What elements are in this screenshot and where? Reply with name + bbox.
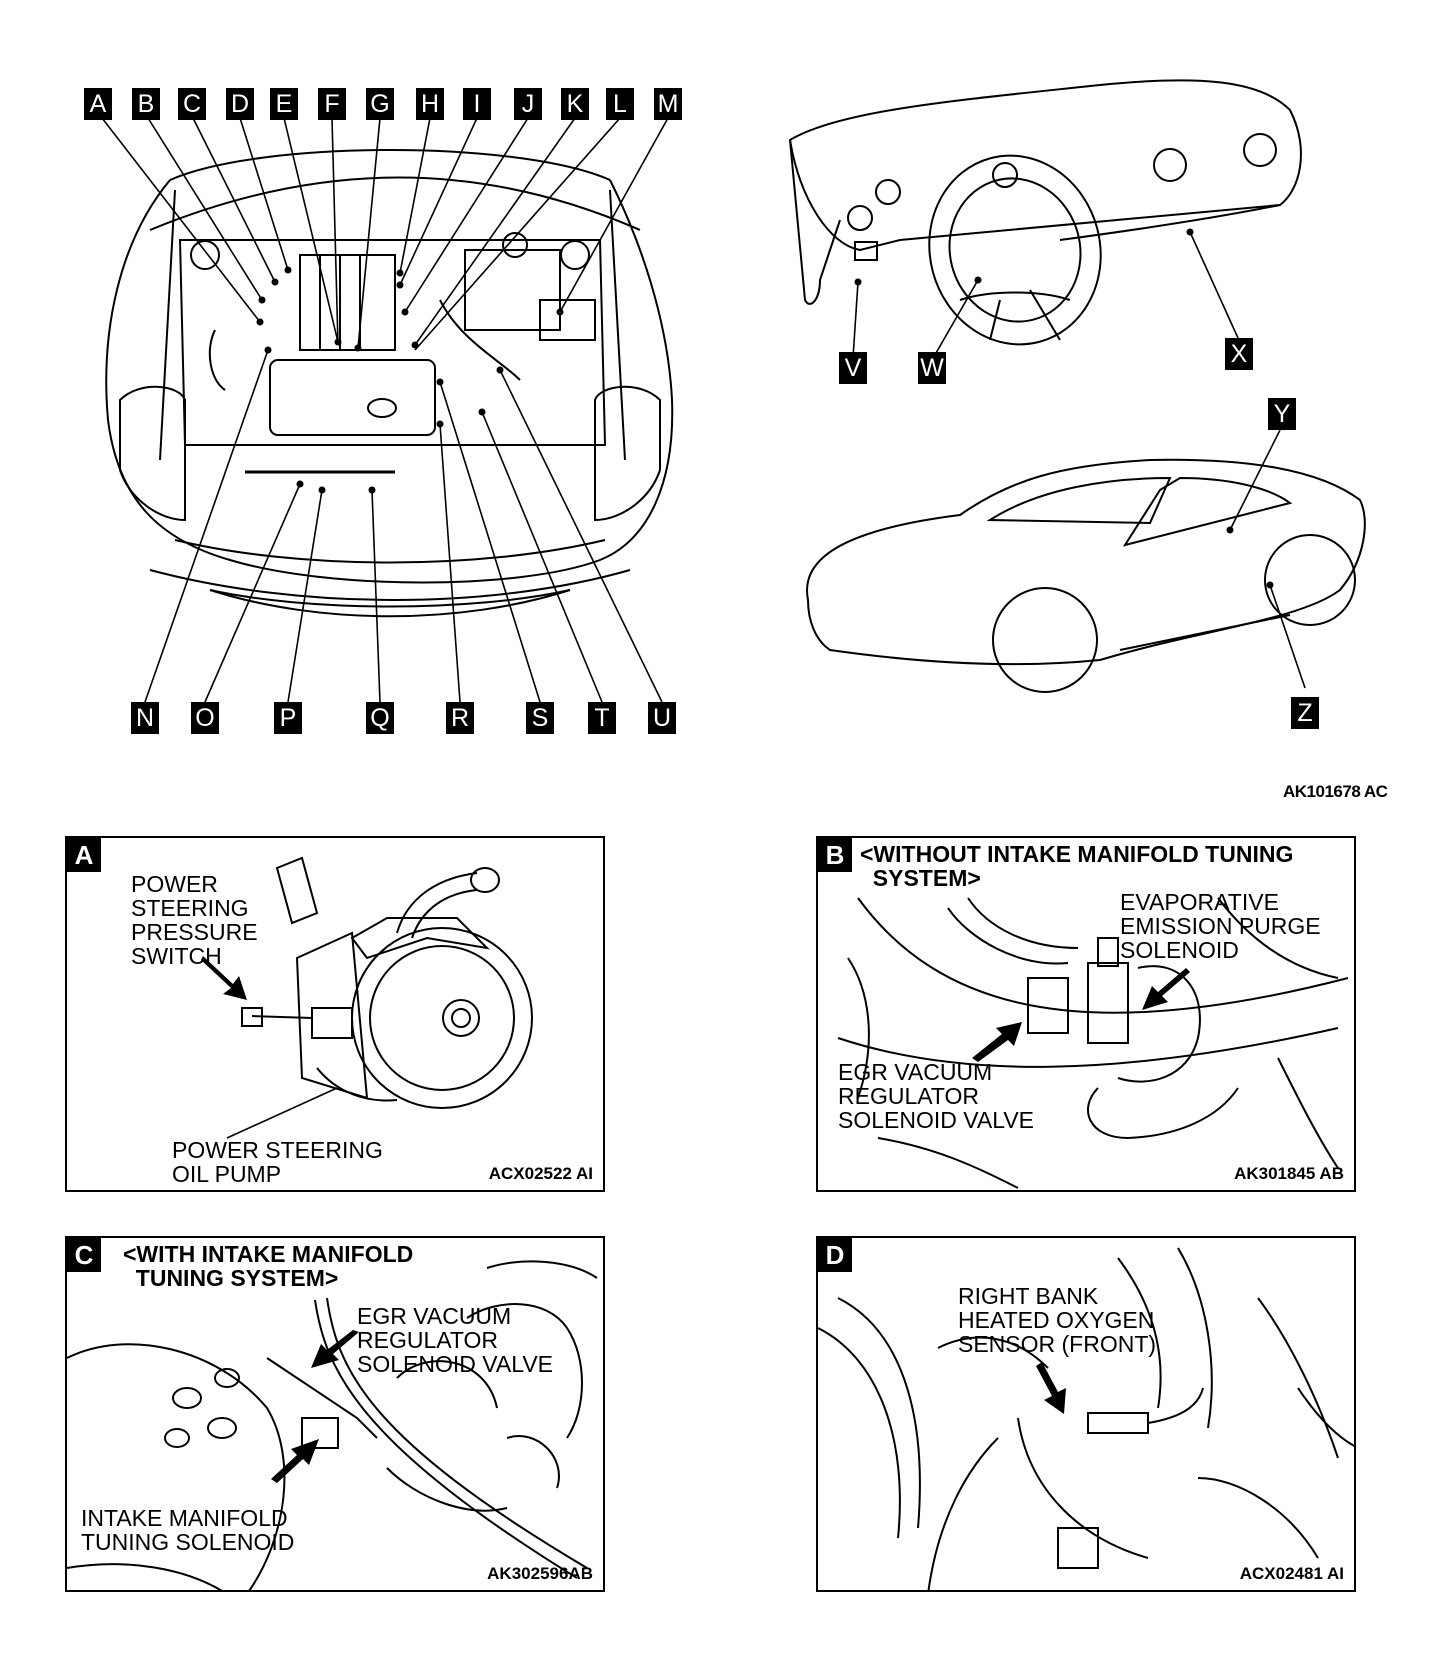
engine-bay-drawing — [101, 79, 1366, 703]
arrow-icon — [271, 1439, 319, 1483]
panel-a: A POWER STEERING PRESSURE SWITCH POWER S… — [65, 836, 605, 1192]
callout-c: C — [178, 88, 206, 120]
callout-k: K — [561, 88, 589, 120]
evaporative-emission-purge-solenoid-label: EVAPORATIVE EMISSION PURGE SOLENOID — [1120, 889, 1321, 963]
arrow-icon — [972, 1022, 1022, 1062]
panel-b: B <WITHOUT INTAKE MANIFOLD TUNING SYSTEM… — [816, 836, 1356, 1192]
panel-c-code: AK302596AB — [487, 1564, 593, 1583]
callout-v: V — [839, 352, 867, 384]
arrow-icon — [1142, 968, 1190, 1010]
callout-o: O — [191, 702, 219, 734]
panel-a-letter: A — [67, 838, 101, 872]
panel-c: C <WITH INTAKE MANIFOLD TUNING SYSTEM> E… — [65, 1236, 605, 1592]
callout-d: D — [226, 88, 254, 120]
panel-a-code: ACX02522 AI — [488, 1164, 593, 1183]
callout-u: U — [648, 702, 676, 734]
without-tuning-system-heading: <WITHOUT INTAKE MANIFOLD TUNING SYSTEM> — [860, 841, 1294, 891]
callout-f: F — [318, 88, 346, 120]
callout-s: S — [526, 702, 554, 734]
callout-n: N — [131, 702, 159, 734]
arrow-icon — [311, 1330, 359, 1368]
oxygen-sensor-drawing — [818, 1247, 1354, 1590]
evap-purge-solenoid-drawing — [837, 897, 1349, 1189]
callout-y: Y — [1268, 398, 1296, 430]
callout-z: Z — [1291, 697, 1319, 729]
callout-i: I — [463, 88, 491, 120]
callout-e: E — [270, 88, 298, 120]
egr-vacuum-regulator-solenoid-valve-label: EGR VACUUM REGULATOR SOLENOID VALVE — [838, 1059, 1034, 1133]
panel-d-code: ACX02481 AI — [1239, 1564, 1344, 1583]
right-bank-heated-oxygen-sensor-label: RIGHT BANK HEATED OXYGEN SENSOR (FRONT) — [958, 1283, 1157, 1357]
callout-b: B — [132, 88, 160, 120]
callout-g: G — [366, 88, 394, 120]
intake-manifold-tuning-drawing — [67, 1260, 598, 1590]
panel-b-code: AK301845 AB — [1234, 1164, 1344, 1183]
panel-b-letter: B — [818, 838, 852, 872]
callout-r: R — [446, 702, 474, 734]
panel-d-letter: D — [818, 1238, 852, 1272]
callout-a: A — [84, 88, 112, 120]
callout-q: Q — [366, 702, 394, 734]
arrow-icon — [201, 956, 247, 1000]
intake-manifold-tuning-solenoid-label: INTAKE MANIFOLD TUNING SOLENOID — [81, 1505, 295, 1555]
callout-w: W — [918, 352, 946, 384]
panel-d: D RIGHT BANK HEATED OXYGEN SENSOR (FRONT… — [816, 1236, 1356, 1592]
power-steering-pump-drawing — [226, 856, 533, 1139]
arrow-icon — [1036, 1362, 1066, 1414]
callout-p: P — [274, 702, 302, 734]
with-tuning-system-heading: <WITH INTAKE MANIFOLD TUNING SYSTEM> — [123, 1241, 414, 1291]
callout-t: T — [588, 702, 616, 734]
callout-h: H — [416, 88, 444, 120]
callout-x: X — [1225, 338, 1253, 370]
overview-figure-code: AK101678 AC — [1283, 782, 1388, 801]
panel-c-letter: C — [67, 1238, 101, 1272]
power-steering-pressure-switch-label: POWER STEERING PRESSURE SWITCH — [131, 871, 258, 969]
callout-m: M — [654, 88, 682, 120]
callout-j: J — [514, 88, 542, 120]
callout-l: L — [606, 88, 634, 120]
egr-vacuum-regulator-solenoid-valve-label: EGR VACUUM REGULATOR SOLENOID VALVE — [357, 1303, 553, 1377]
power-steering-oil-pump-label: POWER STEERING OIL PUMP — [172, 1137, 383, 1187]
